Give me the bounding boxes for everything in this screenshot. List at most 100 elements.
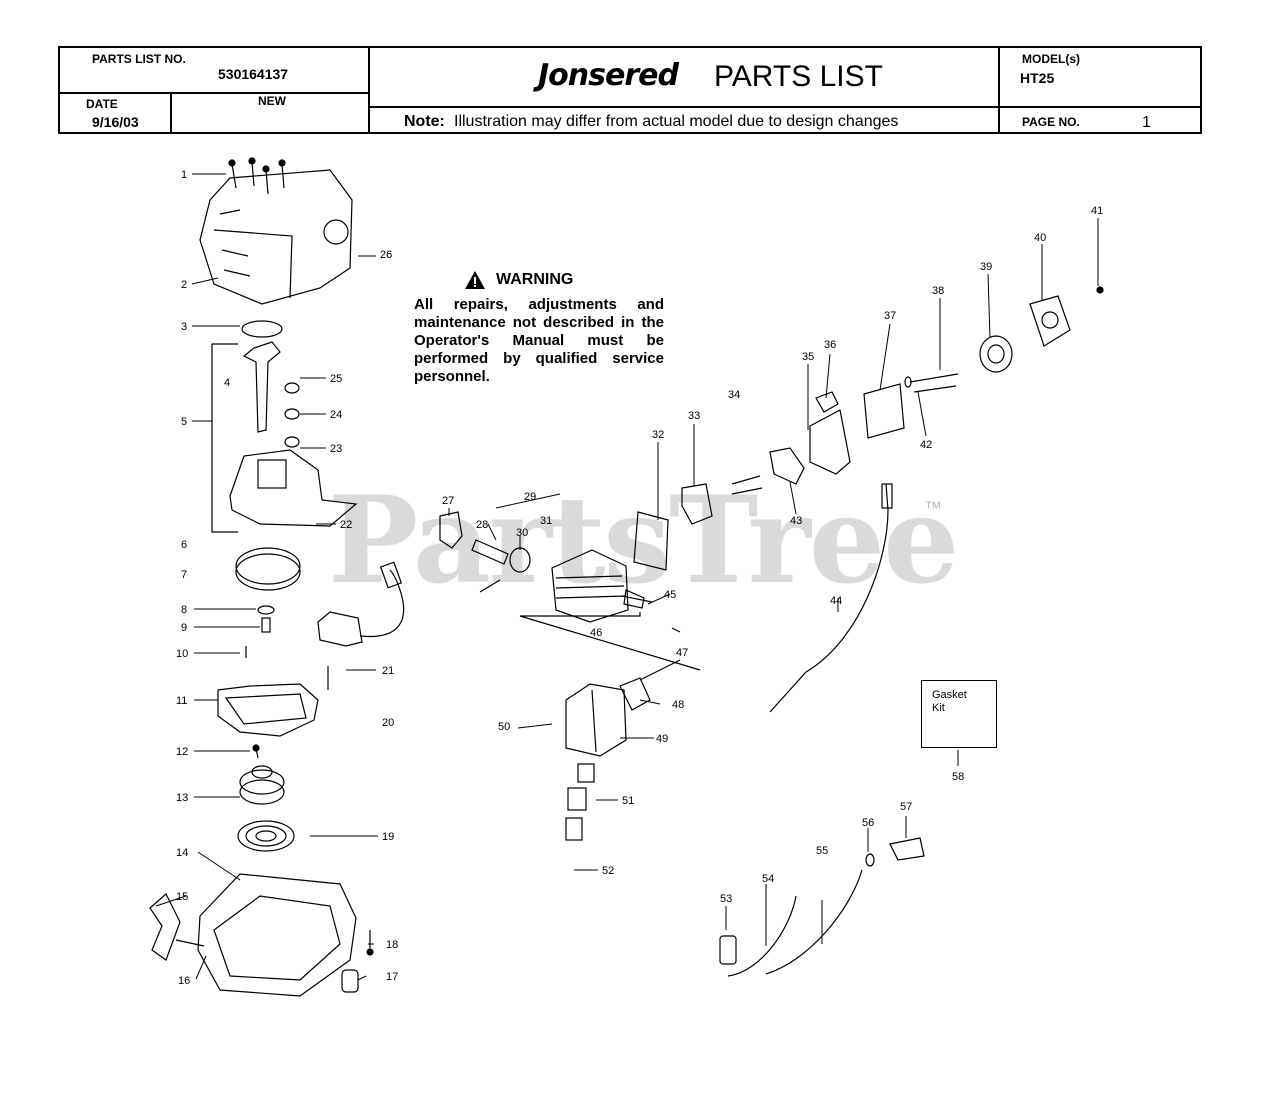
brand-logo: Jonsered bbox=[538, 58, 679, 93]
shaft-part bbox=[242, 341, 281, 433]
callout-50: 50 bbox=[498, 721, 510, 733]
date-cell: DATE 9/16/03 bbox=[60, 94, 172, 134]
callout-51: 51 bbox=[622, 795, 634, 807]
page-label: PAGE NO. bbox=[1022, 115, 1080, 129]
callout-42: 42 bbox=[920, 439, 932, 451]
throttle-cable bbox=[769, 483, 889, 713]
screw-group-1 bbox=[228, 157, 286, 195]
document-title: PARTS LIST bbox=[714, 60, 883, 93]
callout-34: 34 bbox=[728, 389, 740, 401]
callout-10: 10 bbox=[176, 648, 188, 660]
warning-heading: WARNING bbox=[464, 270, 664, 290]
date-value: 9/16/03 bbox=[92, 114, 139, 130]
model-label: MODEL(s) bbox=[1022, 52, 1080, 66]
callout-6: 6 bbox=[181, 539, 187, 551]
callout-5: 5 bbox=[181, 416, 187, 428]
callout-12: 12 bbox=[176, 746, 188, 758]
callout-47: 47 bbox=[676, 647, 688, 659]
callout-13: 13 bbox=[176, 792, 188, 804]
date-label: DATE bbox=[86, 97, 118, 111]
engine-cover bbox=[199, 169, 353, 305]
callout-23: 23 bbox=[330, 443, 342, 455]
callout-14: 14 bbox=[176, 847, 188, 859]
callout-1: 1 bbox=[181, 169, 187, 181]
watermark: PartsTree bbox=[328, 470, 959, 611]
parts-list-no-label: PARTS LIST NO. bbox=[92, 52, 186, 66]
muffler bbox=[565, 683, 627, 757]
warning-body: All repairs, adjustments and maintenance… bbox=[414, 296, 664, 385]
carburetor bbox=[809, 409, 851, 475]
cylinder bbox=[551, 549, 629, 623]
callout-45: 45 bbox=[664, 589, 676, 601]
flywheel bbox=[235, 553, 301, 591]
callout-21: 21 bbox=[382, 665, 394, 677]
callout-3: 3 bbox=[181, 321, 187, 333]
callout-18: 18 bbox=[386, 939, 398, 951]
callout-2: 2 bbox=[181, 279, 187, 291]
fuel-line-54 bbox=[727, 895, 797, 977]
callout-37: 37 bbox=[884, 310, 896, 322]
air-filter-base bbox=[863, 383, 905, 439]
warning-block: WARNING All repairs, adjustments and mai… bbox=[414, 270, 664, 386]
callout-54: 54 bbox=[762, 873, 774, 885]
fuel-line-55 bbox=[765, 869, 863, 975]
callout-22: 22 bbox=[340, 519, 352, 531]
starter-plate bbox=[217, 683, 319, 737]
starter-housing bbox=[197, 873, 357, 997]
callout-39: 39 bbox=[980, 261, 992, 273]
callout-28: 28 bbox=[476, 519, 488, 531]
page-value: 1 bbox=[1142, 114, 1151, 131]
warning-title: WARNING bbox=[496, 271, 574, 288]
callout-33: 33 bbox=[688, 410, 700, 422]
callout-26: 26 bbox=[380, 249, 392, 261]
air-filter-cover bbox=[1029, 295, 1071, 347]
o-ring bbox=[241, 320, 283, 338]
callout-32: 32 bbox=[652, 429, 664, 441]
header-table: PARTS LIST NO. 530164137 DATE 9/16/03 NE… bbox=[58, 46, 1202, 134]
callout-55: 55 bbox=[816, 845, 828, 857]
connecting-rod bbox=[471, 539, 509, 565]
callout-24: 24 bbox=[330, 409, 342, 421]
callout-48: 48 bbox=[672, 699, 684, 711]
callout-46: 46 bbox=[590, 627, 602, 639]
callout-27: 27 bbox=[442, 495, 454, 507]
callout-52: 52 bbox=[602, 865, 614, 877]
callout-57: 57 bbox=[900, 801, 912, 813]
gasket-kit-label-line1: Gasket bbox=[932, 689, 967, 701]
recoil-spring bbox=[237, 820, 295, 852]
parts-list-no: 530164137 bbox=[218, 66, 289, 82]
fuel-filter bbox=[719, 935, 737, 965]
gasket-kit-label-line2: Kit bbox=[932, 702, 945, 714]
starter-pulley bbox=[239, 779, 285, 805]
model-value: HT25 bbox=[1020, 70, 1055, 86]
new-cell: NEW bbox=[172, 94, 370, 134]
title-cell: Jonsered PARTS LIST bbox=[370, 48, 1000, 108]
callout-8: 8 bbox=[181, 604, 187, 616]
callout-16: 16 bbox=[178, 975, 190, 987]
callout-15: 15 bbox=[176, 891, 188, 903]
callout-17: 17 bbox=[386, 971, 398, 983]
note-label: Note: bbox=[404, 113, 445, 130]
callout-36: 36 bbox=[824, 339, 836, 351]
callout-53: 53 bbox=[720, 893, 732, 905]
callout-44: 44 bbox=[830, 595, 842, 607]
gasket-kit-box: Gasket Kit bbox=[921, 680, 997, 748]
callout-29: 29 bbox=[524, 491, 536, 503]
parts-list-no-cell: PARTS LIST NO. 530164137 bbox=[60, 48, 370, 94]
callout-4: 4 bbox=[224, 377, 230, 389]
callout-40: 40 bbox=[1034, 232, 1046, 244]
callout-30: 30 bbox=[516, 527, 528, 539]
callout-38: 38 bbox=[932, 285, 944, 297]
callout-11: 11 bbox=[176, 695, 187, 707]
crankcase bbox=[229, 449, 358, 527]
watermark-trademark: ™ bbox=[924, 498, 942, 518]
starter-handle bbox=[149, 893, 181, 961]
note-text: Illustration may differ from actual mode… bbox=[454, 113, 899, 130]
ignition-module bbox=[317, 611, 363, 647]
callout-49: 49 bbox=[656, 733, 668, 745]
warning-triangle-icon bbox=[465, 271, 485, 289]
note-cell: Note: Illustration may differ from actua… bbox=[370, 108, 1000, 134]
callout-43: 43 bbox=[790, 515, 802, 527]
air-filter bbox=[979, 335, 1013, 373]
